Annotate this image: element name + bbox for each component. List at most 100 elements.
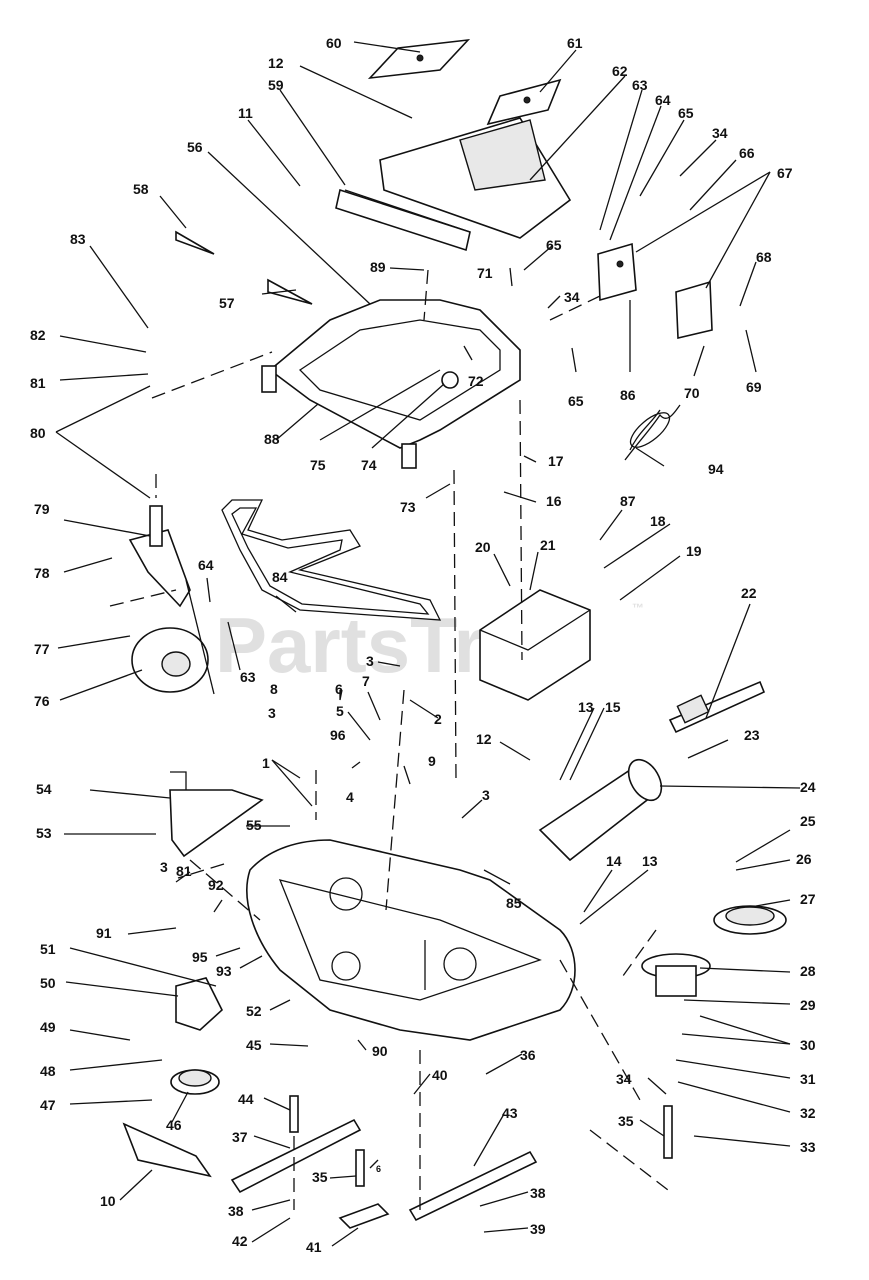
idler-arm-79 xyxy=(128,505,191,608)
callout: 69 xyxy=(746,379,762,395)
callout: 8 xyxy=(270,681,278,697)
callout: 80 xyxy=(30,425,46,441)
blade-43 xyxy=(408,1150,538,1222)
callout: 3 xyxy=(160,859,168,875)
callout: 73 xyxy=(400,499,416,515)
callout: 65 xyxy=(678,105,694,121)
callout: 79 xyxy=(34,501,50,517)
callout: 39 xyxy=(530,1221,546,1237)
pulley-46 xyxy=(170,1069,220,1095)
callout: 35 xyxy=(312,1169,328,1185)
callout: 12 xyxy=(268,55,284,71)
callout: 9 xyxy=(428,753,436,769)
callout: 85 xyxy=(506,895,522,911)
diamond-decal-58 xyxy=(175,230,215,255)
callout: 89 xyxy=(370,259,386,275)
blade-41 xyxy=(338,1203,390,1229)
callout: 22 xyxy=(741,585,757,601)
callout: 15 xyxy=(605,699,621,715)
callout: 78 xyxy=(34,565,50,581)
lift-frame-56 xyxy=(261,299,521,469)
blade-37 xyxy=(230,1118,362,1194)
gearbox-50 xyxy=(175,977,223,1031)
callout: 32 xyxy=(800,1105,816,1121)
discharge-chute-24 xyxy=(538,758,663,862)
drive-belt-84 xyxy=(221,499,442,621)
callout: 70 xyxy=(684,385,700,401)
callout: 17 xyxy=(548,453,564,469)
callout: 54 xyxy=(36,781,52,797)
callout: 27 xyxy=(800,891,816,907)
callout: 96 xyxy=(330,727,346,743)
callout: 47 xyxy=(40,1097,56,1113)
callout: 64 xyxy=(655,92,671,108)
callout: 71 xyxy=(477,265,493,281)
callout: 58 xyxy=(133,181,149,197)
callout: 24 xyxy=(800,779,816,795)
deflector-54 xyxy=(169,771,264,858)
callout: 36 xyxy=(520,1047,536,1063)
callout: 86 xyxy=(620,387,636,403)
callout: 72 xyxy=(468,373,484,389)
callout: 63 xyxy=(240,669,256,685)
spindle-35-center xyxy=(355,1149,365,1187)
callout: 13 xyxy=(578,699,594,715)
callout: 41 xyxy=(306,1239,322,1255)
callout: 66 xyxy=(739,145,755,161)
callout: 94 xyxy=(708,461,724,477)
callout: 52 xyxy=(246,1003,262,1019)
hinge-bracket-59 xyxy=(335,188,471,252)
callout: 16 xyxy=(546,493,562,509)
callout: 28 xyxy=(800,963,816,979)
leader-lines xyxy=(55,41,801,1247)
callout: 93 xyxy=(216,963,232,979)
hanger-bracket-67 xyxy=(597,242,713,340)
drive-shaft-22 xyxy=(668,680,766,734)
callout: 13 xyxy=(642,853,658,869)
callout: 35 xyxy=(618,1113,634,1129)
callout: 55 xyxy=(246,817,262,833)
callout: 74 xyxy=(361,457,377,473)
callout: 21 xyxy=(540,537,556,553)
callout: 56 xyxy=(187,139,203,155)
callout: 49 xyxy=(40,1019,56,1035)
callout: 10 xyxy=(100,1193,116,1209)
callout: 34 xyxy=(616,1071,632,1087)
callout: 77 xyxy=(34,641,50,657)
callout: 67 xyxy=(777,165,793,181)
callout: 1 xyxy=(262,755,270,771)
callout: 33 xyxy=(800,1139,816,1155)
callout: 62 xyxy=(612,63,628,79)
callout: 45 xyxy=(246,1037,262,1053)
callout: 87 xyxy=(620,493,636,509)
spindle-44 xyxy=(289,1095,299,1133)
callout: 2 xyxy=(434,711,442,727)
callout: 3 xyxy=(268,705,276,721)
callout: 46 xyxy=(166,1117,182,1133)
callout: 59 xyxy=(268,77,284,93)
callout: 40 xyxy=(432,1067,448,1083)
callout: 19 xyxy=(686,543,702,559)
callout-labels: 60 61 12 62 63 64 65 34 59 11 66 67 56 5… xyxy=(30,35,816,1255)
callout: 90 xyxy=(372,1043,388,1059)
callout: 82 xyxy=(30,327,46,343)
belt-guard-21 xyxy=(479,589,591,701)
callout: 50 xyxy=(40,975,56,991)
callout: 51 xyxy=(40,941,56,957)
wheel-76 xyxy=(131,627,209,693)
callout: 65 xyxy=(568,393,584,409)
callout: 81 xyxy=(30,375,46,391)
callout: 92 xyxy=(208,877,224,893)
mower-deck-housing xyxy=(246,839,576,1041)
decal-61 xyxy=(486,78,562,126)
callout: 31 xyxy=(800,1071,816,1087)
callout: 6 xyxy=(376,1164,381,1174)
callout: 30 xyxy=(800,1037,816,1053)
callout: 37 xyxy=(232,1129,248,1145)
callout: 6 xyxy=(335,681,343,697)
callout: 7 xyxy=(362,673,370,689)
spindle-housing-28 xyxy=(641,953,711,997)
callout: 38 xyxy=(228,1203,244,1219)
callout: 38 xyxy=(530,1185,546,1201)
